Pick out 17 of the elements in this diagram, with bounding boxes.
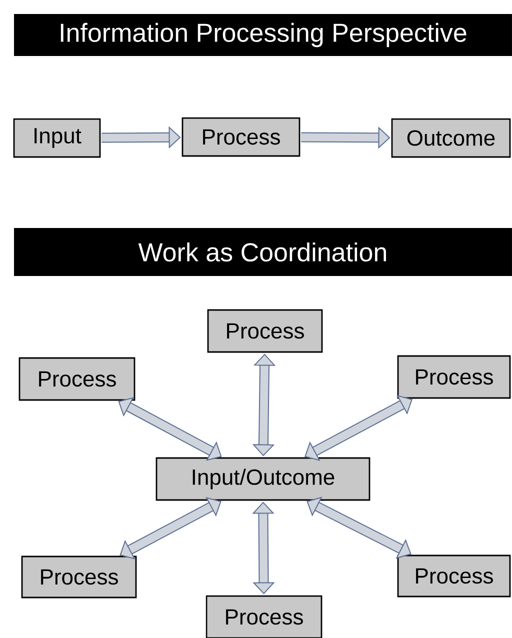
process-box: Process [397, 554, 511, 598]
process-box: Input [13, 118, 101, 158]
heading-bar: Information Processing Perspective [14, 14, 512, 56]
process-box: Process [206, 595, 322, 638]
process-box: Process [207, 309, 323, 353]
process-box: Input/Outcome [156, 457, 370, 501]
process-box: Outcome [391, 118, 511, 158]
heading-bar: Work as Coordination [14, 228, 512, 276]
process-box: Process [18, 357, 136, 401]
process-box: Process [397, 355, 511, 399]
block-arrow [118, 397, 222, 461]
block-arrow [120, 497, 222, 560]
block-arrow [306, 496, 412, 559]
block-arrow [252, 502, 275, 594]
process-box: Process [21, 556, 137, 598]
block-arrow [304, 395, 412, 461]
process-box: Process [182, 117, 300, 157]
